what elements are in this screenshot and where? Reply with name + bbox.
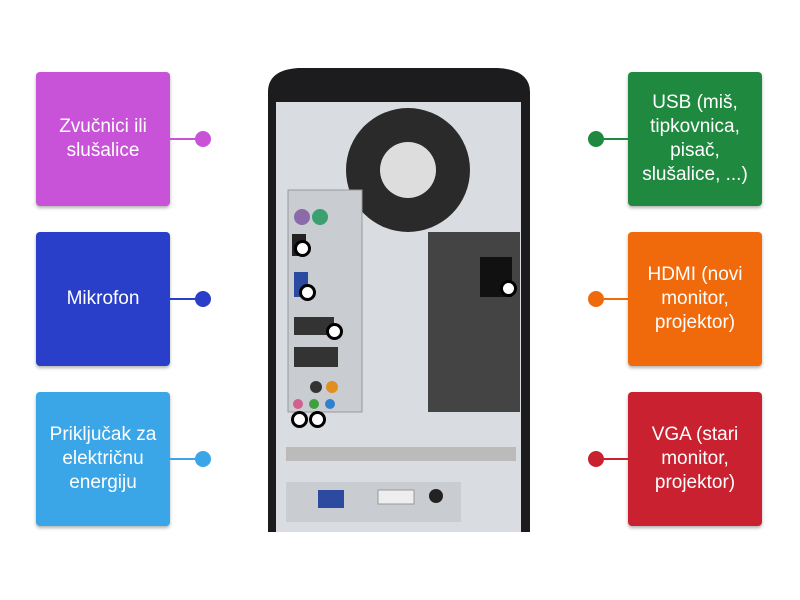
- label-text: Zvučnici ili slušalice: [59, 116, 147, 161]
- connector-line: [170, 138, 196, 140]
- label-card-microphone[interactable]: Mikrofon: [36, 232, 170, 366]
- connector-dot[interactable]: [195, 291, 211, 307]
- connector-dot[interactable]: [195, 451, 211, 467]
- marker-mic-jack[interactable]: [291, 411, 308, 428]
- label-text: Priključak za električnu energiju: [49, 424, 157, 493]
- marker-hdmi-port[interactable]: [294, 240, 311, 257]
- marker-vga-port[interactable]: [299, 284, 316, 301]
- connector-line: [170, 458, 196, 460]
- marker-power-socket[interactable]: [500, 280, 517, 297]
- label-card-vga[interactable]: VGA (stari monitor, projektor): [628, 392, 762, 526]
- connector-line: [170, 298, 196, 300]
- connector-dot[interactable]: [588, 451, 604, 467]
- label-card-power[interactable]: Priključak za električnu energiju: [36, 392, 170, 526]
- connector-dot[interactable]: [195, 131, 211, 147]
- marker-audio-jack[interactable]: [309, 411, 326, 428]
- marker-usb-port[interactable]: [326, 323, 343, 340]
- label-card-hdmi[interactable]: HDMI (novi monitor, projektor): [628, 232, 762, 366]
- label-text: HDMI (novi monitor, projektor): [647, 264, 743, 333]
- connector-dot[interactable]: [588, 131, 604, 147]
- label-text: Mikrofon: [66, 288, 140, 309]
- connector-line: [604, 138, 630, 140]
- connector-line: [604, 298, 630, 300]
- computer-back-photo: [258, 62, 540, 532]
- connector-dot[interactable]: [588, 291, 604, 307]
- connector-line: [604, 458, 630, 460]
- label-card-speakers[interactable]: Zvučnici ili slušalice: [36, 72, 170, 206]
- label-card-usb[interactable]: USB (miš, tipkovnica, pisač, slušalice, …: [628, 72, 762, 206]
- label-text: VGA (stari monitor, projektor): [651, 424, 739, 493]
- label-text: USB (miš, tipkovnica, pisač, slušalice, …: [642, 92, 748, 185]
